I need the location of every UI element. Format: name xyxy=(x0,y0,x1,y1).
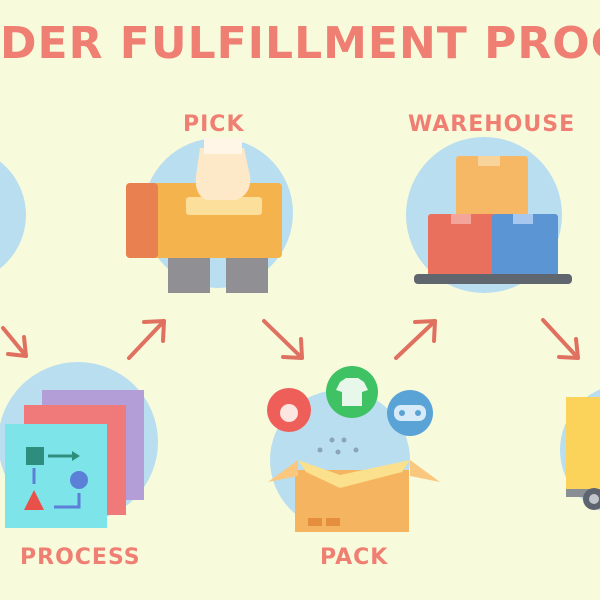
arrow-warehouse-to-ship xyxy=(541,318,580,360)
arrow-pick-to-pack xyxy=(262,319,304,360)
arrow-process-to-pick xyxy=(127,319,166,360)
document-stack-icon xyxy=(5,390,144,528)
diagram-title: DER FULFILLMENT PROCE xyxy=(0,18,600,69)
truck-icon xyxy=(560,389,600,511)
box-icon xyxy=(456,156,528,218)
gamepad-icon xyxy=(387,390,433,436)
step-label-warehouse: WAREHOUSE xyxy=(408,112,576,137)
hand-icon xyxy=(195,148,251,200)
step-label-process: PROCESS xyxy=(20,545,141,570)
step-circle-order xyxy=(0,161,26,269)
shirt-icon xyxy=(326,366,378,418)
open-box-icon xyxy=(268,437,440,532)
step-label-pick: PICK xyxy=(183,112,245,137)
step-label-pack: PACK xyxy=(320,545,389,570)
hand-box-icon xyxy=(126,138,282,293)
boxes-pallet-icon xyxy=(414,156,572,284)
apple-icon xyxy=(267,388,311,432)
arrow-pack-to-warehouse xyxy=(394,319,437,360)
arrow-order-to-process xyxy=(1,326,28,358)
